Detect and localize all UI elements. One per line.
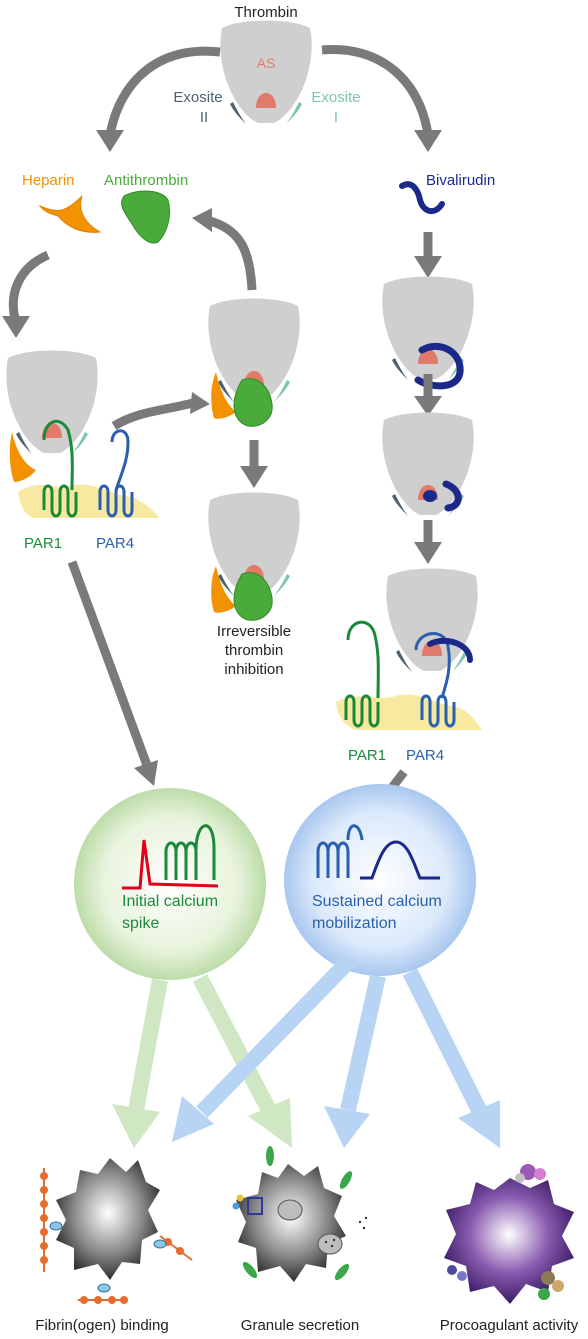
membrane-left <box>18 484 160 518</box>
arrowhead-to-inhibition <box>240 466 268 488</box>
arrow-recycle-antithrombin <box>204 215 257 291</box>
granule-dots <box>324 1216 368 1248</box>
arrowhead-to-at-complex <box>190 392 210 414</box>
exosite1-label: Exosite <box>311 89 360 106</box>
green-fan-arrows <box>112 974 292 1148</box>
pseudopod-tips <box>242 1146 353 1281</box>
par4-label-left: PAR4 <box>96 535 134 552</box>
granule-secretion-label: Granule secretion <box>241 1317 359 1334</box>
par1-receptor-right <box>344 620 380 728</box>
thrombin-par-complex-left <box>6 350 98 454</box>
sustained-mobilization-bubble <box>284 784 476 976</box>
arrowhead-left-top <box>96 130 124 152</box>
arrow-to-initial-spike <box>67 560 153 770</box>
arrow-to-heparin <box>105 46 221 136</box>
arrow-to-antithrombin-complex <box>111 397 198 430</box>
par4-receptor-right <box>414 632 456 728</box>
irreversible-line2: thrombin <box>225 642 283 659</box>
par1-receptor-left <box>42 419 78 518</box>
exosite2-label: Exosite <box>173 89 222 106</box>
initial-spike-line2: spike <box>122 915 159 932</box>
arrowhead-left-loop <box>2 316 30 338</box>
thrombin-par-complex-right <box>386 568 478 672</box>
bivalirudin-fragment-a <box>423 490 437 502</box>
bivalirudin-label: Bivalirudin <box>426 172 495 189</box>
exosite2-numeral: II <box>200 109 208 126</box>
antithrombin-molecule <box>121 190 171 244</box>
active-site-label: AS <box>257 55 276 71</box>
thrombin-title: Thrombin <box>234 4 297 21</box>
arrowhead-right-top <box>414 130 442 152</box>
arrowhead-biv-3 <box>414 542 442 564</box>
bivalirudin-bound-1 <box>414 342 464 390</box>
procoagulant-activity-label: Procoagulant activity <box>440 1317 579 1334</box>
sustained-line1: Sustained calcium <box>312 893 442 910</box>
heparin-bound-inhibited <box>211 566 236 613</box>
par4-label-right: PAR4 <box>406 747 444 764</box>
blue-fan-arrows <box>172 954 500 1148</box>
bivalirudin-fragment-b <box>442 480 462 512</box>
fibrinogen-binding-cell <box>40 1158 193 1304</box>
top-arrows <box>105 45 433 136</box>
irreversible-line3: inhibition <box>224 661 283 678</box>
heparin-molecule <box>38 195 102 233</box>
procoagulant-cell <box>444 1164 574 1304</box>
fibrin-strands <box>40 1168 193 1304</box>
initial-spike-line1: Initial calcium <box>122 893 218 910</box>
par1-label-right: PAR1 <box>348 747 386 764</box>
heparin-label: Heparin <box>22 172 75 189</box>
integrin-receptors <box>49 1221 167 1293</box>
heparin-bound-mid <box>211 372 236 419</box>
irreversible-line1: Irreversible <box>217 623 291 640</box>
par4-bubble-glyph <box>316 824 364 878</box>
thrombin-top-molecule <box>220 20 312 124</box>
heparin-bound-left <box>9 432 36 482</box>
bivalirudin-molecule <box>399 181 445 214</box>
par1-bubble-glyph <box>164 824 216 880</box>
bivalirudin-bound-3 <box>427 637 473 663</box>
granule-secretion-cell <box>232 1146 368 1282</box>
antithrombin-bound-inhibited <box>233 572 273 621</box>
arrow-heparin-to-complex <box>8 250 50 324</box>
coagulation-factor-complex-left <box>447 1265 467 1281</box>
sustained-line2: mobilization <box>312 915 396 932</box>
antithrombin-label: Antithrombin <box>104 172 188 189</box>
calcium-spike-trace <box>122 839 219 890</box>
coagulation-factor-complex-bottom <box>538 1271 564 1300</box>
arrowhead-to-initial-spike <box>134 760 158 786</box>
arrowhead-biv-1 <box>414 256 442 278</box>
coagulation-factor-complex-top <box>515 1164 546 1183</box>
par4-receptor-left <box>98 429 134 518</box>
par1-label-left: PAR1 <box>24 535 62 552</box>
antithrombin-bound-mid <box>233 378 273 427</box>
fibrinogen-binding-label: Fibrin(ogen) binding <box>35 1317 168 1334</box>
arrowhead-recycle <box>192 208 212 232</box>
arrowhead-biv-2 <box>414 396 442 416</box>
receptor-glyph <box>232 1194 263 1215</box>
arrow-to-bivalirudin <box>321 45 433 136</box>
exosite1-numeral: I <box>334 109 338 126</box>
sustained-calcium-trace <box>360 840 440 880</box>
